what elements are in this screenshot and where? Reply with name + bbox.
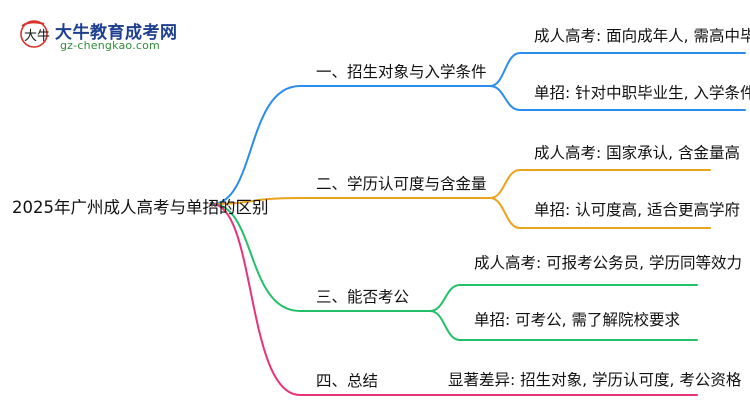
branch-4-leaf-1: 显著差异: 招生对象, 学历认可度, 考公资格 — [448, 371, 742, 389]
branch-4-label: 四、总结 — [316, 372, 379, 390]
branch-3-leaf-2-connector — [429, 310, 698, 341]
branch-3-label: 三、能否考公 — [316, 288, 410, 306]
branch-1-connector — [211, 85, 491, 205]
logo-title: 大牛教育成考网 — [55, 23, 178, 43]
branch-1-leaf-2: 单招: 针对中职毕业生, 入学条件宽松 — [534, 84, 750, 102]
svg-text:大牛: 大牛 — [24, 29, 50, 44]
branch-1-leaf-2-connector — [489, 85, 746, 111]
branch-2-leaf-2: 单招: 认可度高, 适合更高学府 — [534, 201, 741, 219]
branch-2-connector — [211, 197, 491, 205]
root-anchor — [209, 201, 215, 207]
logo-icon: 大牛 — [20, 20, 50, 48]
branch-3-leaf-1-connector — [429, 284, 698, 312]
root-node: 2025年广州成人高考与单招的区别 — [12, 198, 269, 217]
branch-4-connector — [211, 203, 431, 396]
branch-3-leaf-2: 单招: 可考公, 需了解院校要求 — [474, 311, 681, 329]
branch-1-leaf-1-connector — [489, 52, 746, 87]
branch-3-connector — [211, 203, 431, 312]
branch-2-leaf-2-connector — [489, 197, 711, 229]
branch-1-label: 一、招生对象与入学条件 — [316, 63, 487, 81]
branch-2-leaf-1-connector — [489, 169, 711, 199]
branch-2-label: 二、学历认可度与含金量 — [316, 175, 487, 193]
branch-3-leaf-1: 成人高考: 可报考公务员, 学历同等效力 — [474, 254, 743, 272]
branch-1-leaf-1: 成人高考: 面向成年人, 需高中毕业证 — [534, 27, 750, 45]
branch-2-leaf-1: 成人高考: 国家承认, 含金量高 — [534, 144, 741, 162]
logo-url: gz-chengkao.com — [60, 39, 160, 52]
